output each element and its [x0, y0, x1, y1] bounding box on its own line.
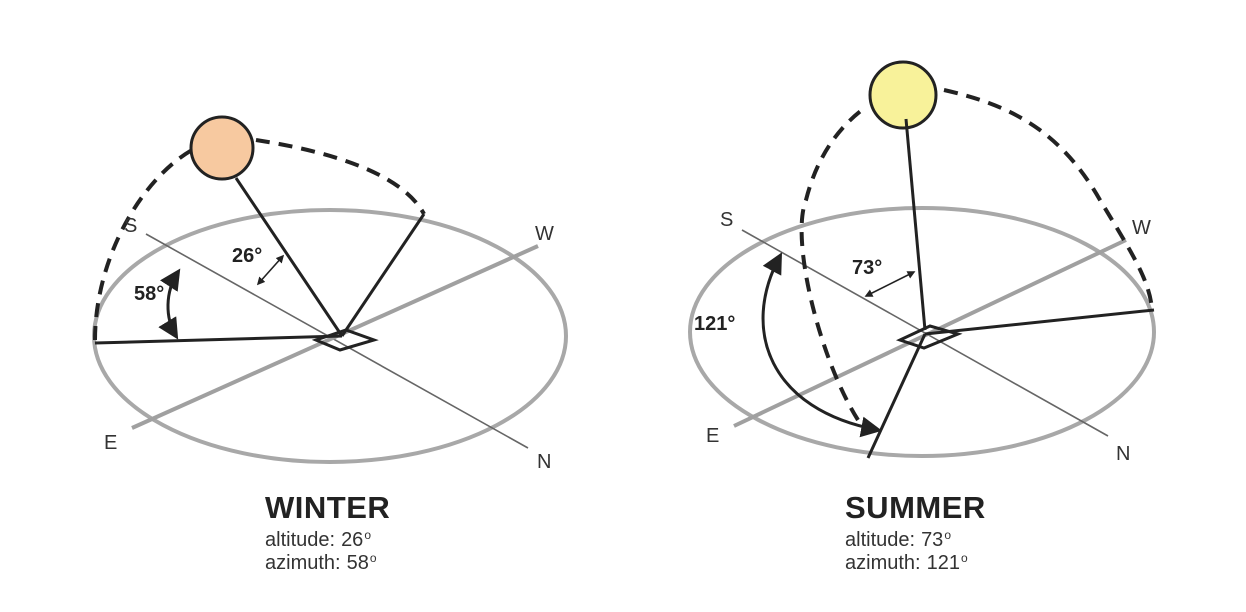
- summer-label-north: N: [1116, 443, 1130, 465]
- summer-azimuth-degree: o: [960, 551, 968, 565]
- summer-horizon-ellipse: [688, 206, 1156, 458]
- winter-azimuth-ray: [94, 334, 343, 345]
- winter-caption: WINTER altitude:26o azimuth:58o: [265, 492, 525, 573]
- winter-label-south: S: [124, 215, 137, 237]
- summer-sun: [868, 60, 938, 130]
- winter-altitude-label: altitude:: [265, 529, 336, 551]
- winter-altitude-degree: o: [364, 528, 371, 542]
- summer-altitude-value: 73: [921, 529, 944, 551]
- summer-season-title: SUMMER: [845, 490, 986, 525]
- winter-season-title: WINTER: [265, 490, 391, 525]
- summer-label-west: W: [1132, 217, 1151, 239]
- summer-azimuth-value: 121: [926, 552, 960, 574]
- winter-azimuth-arrow: [158, 268, 181, 340]
- winter-altitude-line: altitude:26o: [265, 529, 525, 550]
- summer-azimuth-angle-label: 121°: [694, 313, 735, 335]
- winter-label-west: W: [535, 223, 554, 245]
- summer-altitude-line: altitude:73o: [845, 529, 1105, 550]
- winter-azimuth-degree: o: [369, 551, 377, 565]
- winter-label-east: E: [104, 432, 117, 454]
- winter-azimuth-value: 58: [346, 552, 369, 574]
- summer-azimuth-ray: [866, 333, 927, 459]
- winter-altitude-angle-label: 26°: [232, 245, 262, 267]
- winter-sun-path: [93, 138, 426, 341]
- summer-altitude-label: altitude:: [845, 529, 916, 551]
- summer-label-east: E: [706, 425, 719, 447]
- winter-south-north-axis: [145, 233, 529, 449]
- winter-sun-ray: [234, 177, 344, 337]
- summer-altitude-degree: o: [944, 528, 951, 542]
- summer-sun-ray: [904, 118, 927, 331]
- summer-sun-path: [799, 88, 1154, 422]
- winter-diagram: S W E N 26° 58°: [92, 115, 568, 473]
- winter-label-north: N: [537, 451, 551, 473]
- winter-azimuth-angle-label: 58°: [134, 283, 164, 305]
- winter-altitude-value: 26: [341, 529, 364, 551]
- winter-sun: [189, 115, 255, 181]
- summer-diagram: S W E N 73° 121°: [688, 60, 1156, 465]
- summer-observer-marker: [895, 324, 963, 350]
- winter-azimuth-label: azimuth:: [265, 552, 341, 574]
- summer-azimuth-line: azimuth:121o: [845, 552, 1105, 573]
- winter-observer-marker: [311, 328, 379, 352]
- summer-azimuth-label: azimuth:: [845, 552, 921, 574]
- winter-altitude-arrow: [256, 254, 285, 286]
- winter-azimuth-line: azimuth:58o: [265, 552, 525, 573]
- summer-caption: SUMMER altitude:73o azimuth:121o: [845, 492, 1105, 573]
- summer-projection-line: [924, 308, 1155, 336]
- summer-azimuth-arrow: [761, 252, 883, 438]
- summer-label-south: S: [720, 209, 733, 231]
- winter-projection-line: [340, 213, 426, 337]
- summer-altitude-angle-label: 73°: [852, 257, 882, 279]
